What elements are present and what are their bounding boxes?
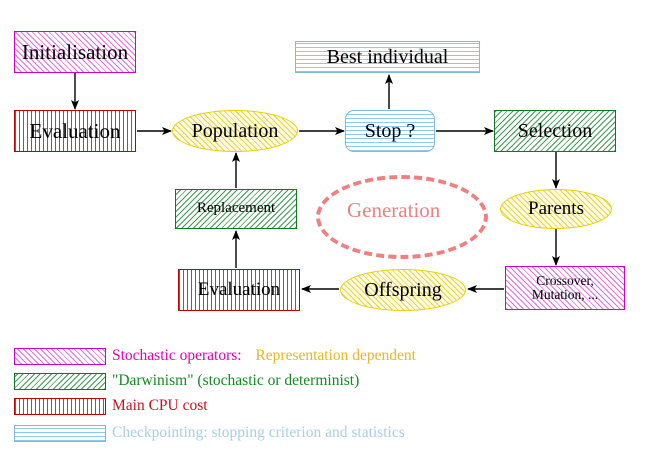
legend-swatch-main-cpu-cost — [14, 398, 106, 415]
node-evaluation-top[interactable]: Evaluation — [14, 110, 136, 152]
node-evaluation-top-label: Evaluation — [29, 118, 121, 143]
node-parents[interactable]: Parents — [500, 189, 612, 229]
node-crossover-mutation[interactable]: Crossover, Mutation, ... — [505, 266, 625, 310]
node-population-label: Population — [191, 119, 279, 142]
legend-label-darwinism: "Darwinism" (stochastic or determinist) — [112, 372, 360, 389]
node-offspring-label: Offspring — [364, 278, 442, 301]
legend-label-stochastic-operator: Stochastic operators: Representation dep… — [112, 347, 416, 365]
legend-swatch-checkpointing — [14, 425, 106, 442]
legend-label-checkpointing: Checkpointing: stopping criterion and st… — [112, 424, 405, 441]
node-stop-label: Stop ? — [364, 119, 416, 142]
node-parents-label: Parents — [528, 198, 584, 220]
node-initialisation[interactable]: Initialisation — [14, 31, 136, 73]
node-best-individual-label: Best individual — [326, 45, 449, 68]
legend-text-representation-dependent: Representation dependent — [255, 347, 416, 364]
legend-text-stochastic-operator: Stochastic operators: — [112, 347, 242, 364]
node-initialisation-label: Initialisation — [21, 39, 129, 64]
legend: Stochastic operators: Representation dep… — [0, 340, 670, 465]
node-evaluation-bottom[interactable]: Evaluation — [178, 269, 300, 311]
node-evaluation-bottom-label: Evaluation — [197, 279, 281, 301]
node-crossover-mutation-label: Crossover, Mutation, ... — [531, 272, 599, 302]
node-selection[interactable]: Selection — [494, 110, 616, 152]
node-population[interactable]: Population — [172, 110, 298, 152]
node-stop[interactable]: Stop ? — [345, 110, 435, 152]
generation-ellipse — [316, 175, 488, 259]
node-best-individual[interactable]: Best individual — [295, 41, 480, 73]
generation-label: Generation — [347, 198, 441, 222]
node-offspring[interactable]: Offspring — [340, 269, 466, 311]
node-selection-label: Selection — [517, 119, 593, 142]
node-replacement[interactable]: Replacement — [175, 189, 297, 229]
legend-swatch-stochastic-operator — [14, 348, 106, 365]
node-replacement-label: Replacement — [196, 200, 276, 217]
legend-label-main-cpu-cost: Main CPU cost — [112, 397, 208, 414]
legend-swatch-darwinism — [14, 373, 106, 390]
